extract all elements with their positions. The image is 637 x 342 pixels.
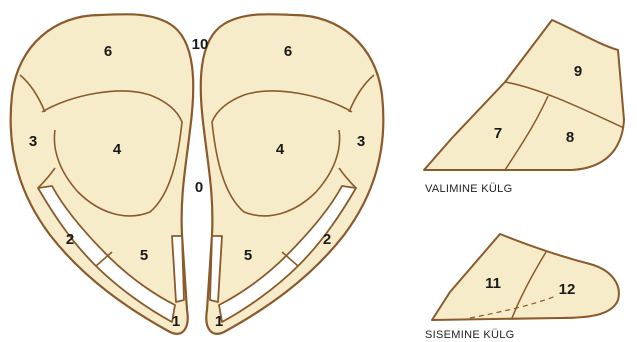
label-right-5: 5 (244, 247, 252, 264)
label-11: 11 (485, 275, 501, 292)
caption-outer-side: VALIMINE KÜLG (425, 183, 512, 195)
right-half-outline (201, 14, 384, 334)
label-right-3: 3 (357, 133, 365, 150)
label-left-2: 2 (66, 231, 74, 248)
inner-side-view (432, 234, 619, 320)
label-center-0: 0 (195, 179, 203, 196)
label-left-1: 1 (172, 313, 180, 330)
inner-side-outline (432, 234, 619, 320)
label-right-4: 4 (276, 141, 285, 158)
label-left-3: 3 (29, 133, 37, 150)
right-half (201, 14, 384, 334)
label-right-2: 2 (323, 231, 331, 248)
caption-inner-side: SISEMINE KÜLG (425, 329, 514, 341)
left-half-outline (11, 14, 194, 334)
label-right-1: 1 (215, 313, 223, 330)
label-12: 12 (559, 281, 576, 298)
label-left-6: 6 (104, 43, 112, 60)
label-left-4: 4 (113, 141, 122, 158)
label-center-10: 10 (192, 36, 209, 53)
label-7: 7 (494, 125, 502, 142)
label-right-6: 6 (284, 43, 292, 60)
label-9: 9 (574, 63, 582, 80)
left-half (11, 14, 194, 334)
label-left-5: 5 (140, 247, 148, 264)
label-8: 8 (566, 129, 574, 146)
outer-side-view (424, 20, 624, 170)
outer-side-outline (424, 20, 624, 170)
